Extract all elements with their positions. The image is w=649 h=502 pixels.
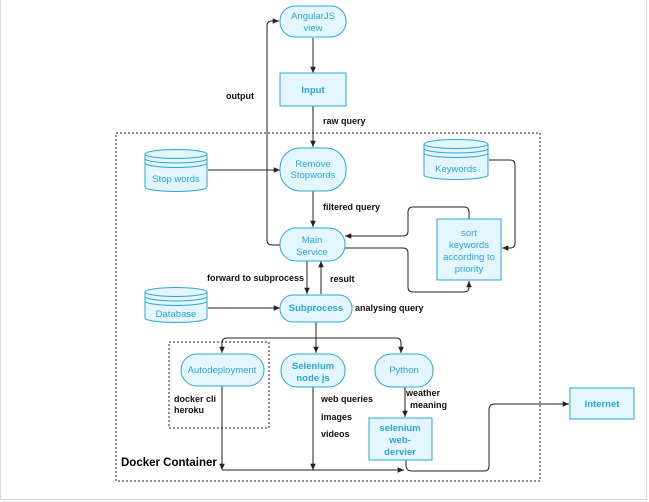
docker-container-boundary — [115, 132, 541, 482]
edge-subprocess-to-autodeployment — [219, 322, 317, 353]
label-result: result — [330, 274, 355, 284]
label-weather: weather — [405, 388, 441, 398]
sort-keywords-node: sort keywords according to priority — [436, 218, 502, 281]
svg-text:Subprocess: Subprocess — [289, 303, 343, 314]
label-raw-query: raw query — [323, 116, 366, 126]
svg-text:keywords: keywords — [449, 240, 489, 251]
svg-text:Service: Service — [296, 247, 328, 258]
label-images: images — [321, 412, 352, 422]
edge-webdriver-to-internet — [405, 401, 569, 472]
label-web-queries: web queries — [320, 394, 373, 404]
label-analysing-query: analysing query — [355, 303, 424, 313]
svg-text:view: view — [303, 23, 322, 34]
keywords-database-node: Keywords — [423, 139, 489, 180]
edge-main-to-sort — [345, 247, 472, 293]
svg-text:dervier: dervier — [384, 447, 416, 458]
internet-node: Internet — [569, 387, 635, 420]
svg-text:Input: Input — [301, 85, 325, 96]
svg-text:Python: Python — [389, 365, 419, 376]
label-docker-cli: docker cli — [174, 394, 216, 404]
edge-subprocess-to-python — [316, 337, 404, 353]
edge-main-to-angular — [266, 18, 280, 246]
input-node: Input — [279, 72, 347, 107]
svg-text:Autodeployment: Autodeployment — [188, 365, 257, 376]
svg-text:Selenium: Selenium — [292, 361, 334, 372]
label-heroku: heroku — [174, 405, 204, 415]
svg-text:node js: node js — [296, 373, 329, 384]
docker-container-title: Docker Container — [121, 457, 217, 469]
database-node: Database — [144, 287, 208, 323]
svg-text:Stop words: Stop words — [152, 174, 200, 185]
angularjs-view-node: AngularJS view — [279, 5, 347, 38]
label-output: output — [226, 91, 254, 101]
label-meaning: meaning — [410, 400, 447, 410]
label-filtered-query: filtered query — [323, 202, 380, 212]
selenium-webdriver-node: selenium web- dervier — [368, 417, 433, 461]
svg-text:selenium: selenium — [379, 423, 420, 434]
label-videos: videos — [321, 429, 350, 439]
svg-text:priority: priority — [455, 264, 484, 275]
autodeployment-node: Autodeployment — [180, 353, 265, 387]
selenium-nodejs-node: Selenium node js — [280, 353, 346, 388]
svg-text:Database: Database — [156, 309, 197, 320]
subprocess-node: Subprocess — [279, 294, 353, 323]
edge-keywords-to-sort — [489, 159, 516, 251]
label-forward-to-subprocess: forward to subprocess — [207, 273, 304, 283]
svg-text:Main: Main — [302, 235, 323, 246]
svg-text:Internet: Internet — [585, 399, 621, 410]
svg-text:according to: according to — [443, 252, 495, 263]
autodeployment-group — [168, 341, 270, 429]
svg-text:AngularJS: AngularJS — [291, 11, 335, 22]
svg-text:Remove: Remove — [295, 159, 330, 170]
python-node: Python — [374, 353, 434, 388]
svg-text:Keywords: Keywords — [435, 164, 477, 175]
main-service-node: Main Service — [279, 227, 346, 262]
edge-sort-to-main — [345, 206, 470, 239]
stopwords-database-node: Stop words — [144, 149, 208, 192]
svg-text:web-: web- — [388, 435, 411, 446]
svg-text:Stopwords: Stopwords — [291, 170, 336, 181]
svg-text:sort: sort — [461, 228, 477, 239]
remove-stopwords-node: Remove Stopwords — [279, 147, 347, 192]
